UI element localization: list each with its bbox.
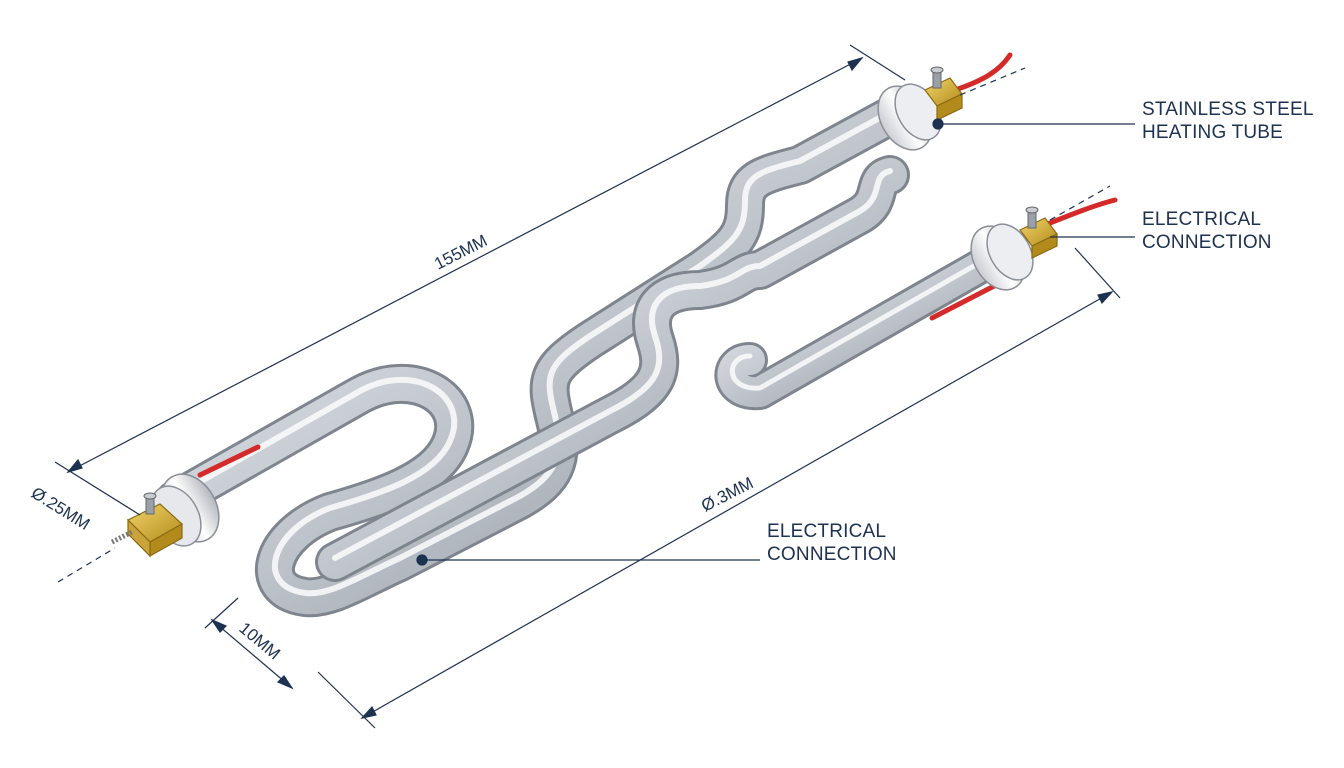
tube-branch-highlight (332, 168, 893, 561)
dim-pitch-line (211, 619, 293, 689)
label-heating-tube-line1: STAINLESS STEEL (1142, 99, 1314, 120)
terminal-top (924, 66, 963, 121)
heating-tube (155, 88, 1018, 618)
dim-pitch-text: 10MM (235, 619, 283, 664)
label-heating-tube: STAINLESS STEEL HEATING TUBE (1142, 98, 1314, 144)
tube-hook-highlight (730, 248, 1003, 391)
leader-conn-bottom-dot (416, 554, 428, 566)
label-conn-top-line2: CONNECTION (1142, 232, 1272, 253)
dimension-lines (54, 44, 1121, 729)
top-lead-wire (952, 52, 1013, 93)
right-lead-wire (1042, 197, 1118, 228)
label-heating-tube-line2: HEATING TUBE (1142, 122, 1284, 143)
leader-tube-dot (932, 118, 944, 130)
label-conn-bottom-line2: CONNECTION (767, 544, 897, 565)
label-conn-bottom-line1: ELECTRICAL (767, 521, 887, 542)
heating-wires (197, 52, 1118, 478)
dim-left-diameter-text: Ø.25MM (28, 483, 93, 534)
callouts (416, 118, 1135, 566)
terminal-right (1019, 206, 1058, 259)
right-red-wire (929, 280, 1003, 321)
tube-highlight (172, 101, 908, 597)
dim-right-diameter-line (361, 291, 1113, 719)
left-red-wire (197, 444, 261, 478)
label-electrical-connection-bottom: ELECTRICAL CONNECTION (767, 520, 897, 566)
dim-length-line (67, 57, 863, 473)
label-conn-top-line1: ELECTRICAL (1142, 209, 1262, 230)
collar-right (970, 223, 1034, 291)
collar-top (877, 83, 942, 151)
terminal-left (110, 492, 184, 558)
label-electrical-connection-top: ELECTRICAL CONNECTION (1142, 208, 1272, 254)
dim-right-diameter-text: Ø.3MM (698, 473, 756, 515)
